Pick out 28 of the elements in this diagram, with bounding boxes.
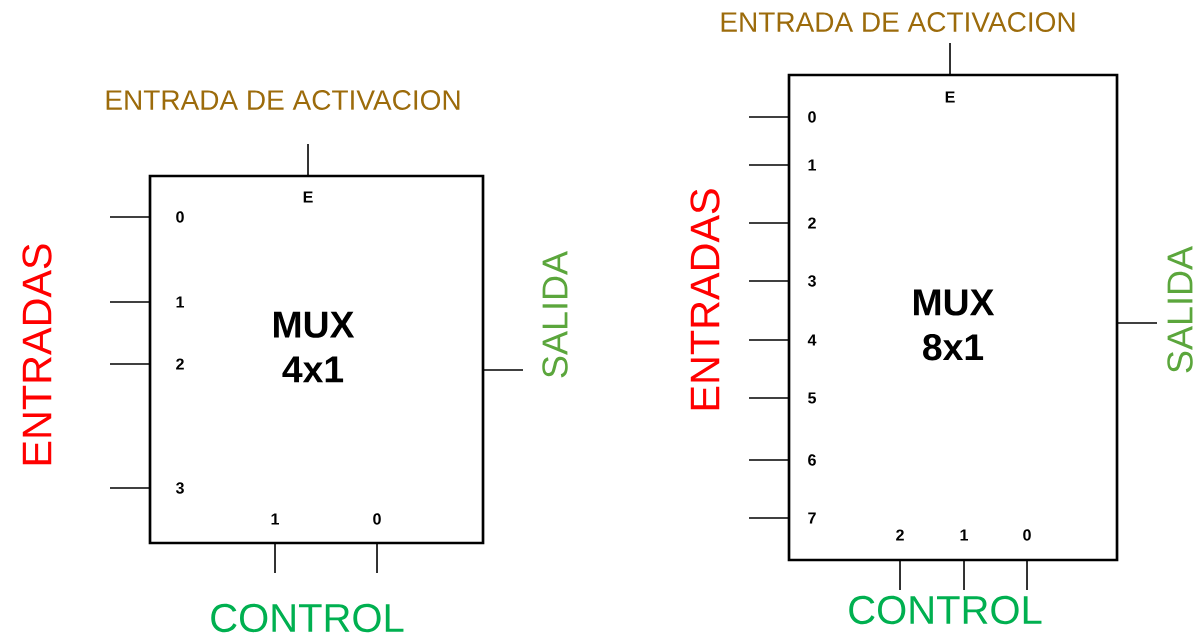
bottom-caption: CONTROL xyxy=(211,603,404,633)
pin-number: 1 xyxy=(808,159,816,171)
pin-number: 2 xyxy=(176,358,184,370)
pin-number: 1 xyxy=(176,296,184,308)
input-caption: ENTRADA DE ACTIVACION xyxy=(721,12,1075,32)
pin-number: E xyxy=(945,91,955,103)
pin-number: 1 xyxy=(271,513,279,525)
pin-number: 0 xyxy=(1023,529,1031,541)
side-caption: ENTRADAS xyxy=(690,189,720,410)
pin-number: 0 xyxy=(808,111,816,123)
pin-number: 0 xyxy=(373,513,381,525)
pin-number: 5 xyxy=(808,392,816,404)
pin-number: 4 xyxy=(807,334,817,346)
pin-number: 3 xyxy=(807,275,816,287)
side-caption: SALIDA xyxy=(1167,246,1193,373)
side-caption: SALIDA xyxy=(542,251,568,378)
pin-number: 6 xyxy=(808,454,816,466)
side-caption: ENTRADAS xyxy=(22,244,52,465)
pin-number: 7 xyxy=(808,512,816,524)
block-title: MUX 4x1 xyxy=(274,311,355,383)
pin-number: 2 xyxy=(896,529,904,541)
pin-number: 2 xyxy=(808,217,816,229)
pin-number: 3 xyxy=(175,482,184,494)
pin-number: 1 xyxy=(960,529,968,541)
pin-number: E xyxy=(303,191,313,203)
pin-number: 0 xyxy=(176,211,184,223)
input-caption: ENTRADA DE ACTIVACION xyxy=(106,90,460,110)
block-title: MUX 8x1 xyxy=(914,289,995,361)
